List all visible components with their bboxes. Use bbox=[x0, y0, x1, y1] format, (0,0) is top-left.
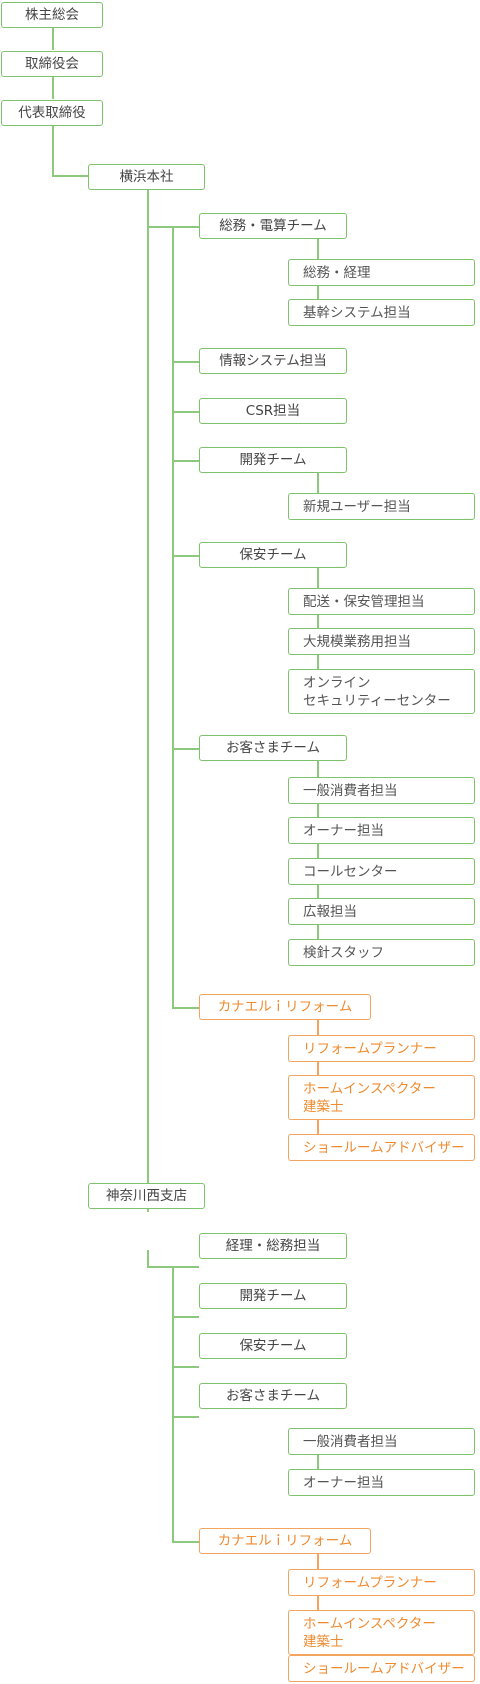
connector-line bbox=[172, 226, 199, 228]
node-home-inspector-2: ホームインスペクター 建築士 bbox=[288, 1610, 475, 1655]
node-line-2: セキュリティーセンター bbox=[303, 692, 451, 709]
node-reform-planner-2: リフォームプランナー bbox=[288, 1569, 475, 1596]
connector-line bbox=[172, 1416, 199, 1418]
connector-line bbox=[172, 555, 199, 557]
node-kenshin-staff: 検針スタッフ bbox=[288, 939, 475, 966]
node-hoan-team: 保安チーム bbox=[199, 542, 347, 568]
node-line-2: 建築士 bbox=[303, 1633, 344, 1650]
node-line-2: 建築士 bbox=[303, 1098, 344, 1115]
node-showroom-advisor: ショールームアドバイザー bbox=[288, 1134, 475, 1161]
node-ippan-shohisha: 一般消費者担当 bbox=[288, 777, 475, 804]
connector-line bbox=[317, 473, 319, 496]
connector-line bbox=[147, 190, 149, 1212]
node-somu-densan-team: 総務・電算チーム bbox=[199, 213, 347, 239]
connector-line bbox=[172, 361, 199, 363]
node-okyakusama-team-2: お客さまチーム bbox=[199, 1383, 347, 1409]
connector-line bbox=[172, 460, 199, 462]
connector-line bbox=[52, 28, 54, 50]
node-kikan-system: 基幹システム担当 bbox=[288, 299, 475, 326]
connector-line bbox=[147, 226, 172, 228]
connector-line bbox=[317, 1554, 319, 1662]
node-okyakusama-team: お客さまチーム bbox=[199, 735, 347, 761]
node-shinki-user: 新規ユーザー担当 bbox=[288, 493, 475, 520]
connector-line bbox=[317, 761, 319, 941]
connector-line bbox=[172, 1316, 199, 1318]
node-kaihatsu-team: 開発チーム bbox=[199, 447, 347, 473]
node-kaihatsu-team-2: 開発チーム bbox=[199, 1283, 347, 1309]
node-owner-2: オーナー担当 bbox=[288, 1469, 475, 1496]
node-haiso-hoan-kanri: 配送・保安管理担当 bbox=[288, 588, 475, 615]
node-csr: CSR担当 bbox=[199, 398, 347, 424]
node-joho-system: 情報システム担当 bbox=[199, 348, 347, 374]
connector-line bbox=[172, 1266, 199, 1268]
node-kanaeru-reform: カナエルｉリフォーム bbox=[199, 994, 371, 1020]
node-kanagawa-nishi-shiten: 神奈川西支店 bbox=[88, 1183, 205, 1209]
connector-line bbox=[317, 568, 319, 672]
node-koho: 広報担当 bbox=[288, 898, 475, 925]
node-reform-planner: リフォームプランナー bbox=[288, 1035, 475, 1062]
node-kabunushi-sokai: 株主総会 bbox=[1, 2, 103, 28]
node-call-center: コールセンター bbox=[288, 858, 475, 885]
connector-line bbox=[147, 1250, 149, 1268]
node-owner: オーナー担当 bbox=[288, 817, 475, 844]
node-online-security-center: オンライン セキュリティーセンター bbox=[288, 669, 475, 714]
connector-line bbox=[147, 1266, 172, 1268]
node-torishimariyakukai: 取締役会 bbox=[1, 51, 103, 77]
connector-line bbox=[172, 411, 199, 413]
node-home-inspector: ホームインスペクター 建築士 bbox=[288, 1075, 475, 1120]
connector-line bbox=[317, 1429, 319, 1483]
node-somu-keiri: 総務・経理 bbox=[288, 259, 475, 286]
node-yokohama-honsha: 横浜本社 bbox=[88, 164, 205, 190]
node-keiri-somu: 経理・総務担当 bbox=[199, 1233, 347, 1259]
connector-line bbox=[52, 126, 54, 175]
connector-line bbox=[52, 77, 54, 99]
node-hoan-team-2: 保安チーム bbox=[199, 1333, 347, 1359]
node-showroom-advisor-2: ショールームアドバイザー bbox=[288, 1655, 475, 1682]
connector-line bbox=[172, 226, 174, 1008]
node-daihyo-torishimariyaku: 代表取締役 bbox=[1, 100, 103, 126]
node-line-1: オンライン bbox=[303, 674, 371, 691]
node-line-1: ホームインスペクター bbox=[303, 1080, 436, 1097]
node-ippan-shohisha-2: 一般消費者担当 bbox=[288, 1428, 475, 1455]
connector-line bbox=[172, 748, 199, 750]
node-kanaeru-reform-2: カナエルｉリフォーム bbox=[199, 1528, 371, 1554]
node-daikibo-gyomuyo: 大規模業務用担当 bbox=[288, 628, 475, 655]
connector-line bbox=[52, 175, 88, 177]
connector-line bbox=[172, 1541, 199, 1543]
connector-line bbox=[172, 1366, 199, 1368]
connector-line bbox=[172, 1266, 174, 1542]
node-line-1: ホームインスペクター bbox=[303, 1615, 436, 1632]
connector-line bbox=[172, 1007, 199, 1009]
